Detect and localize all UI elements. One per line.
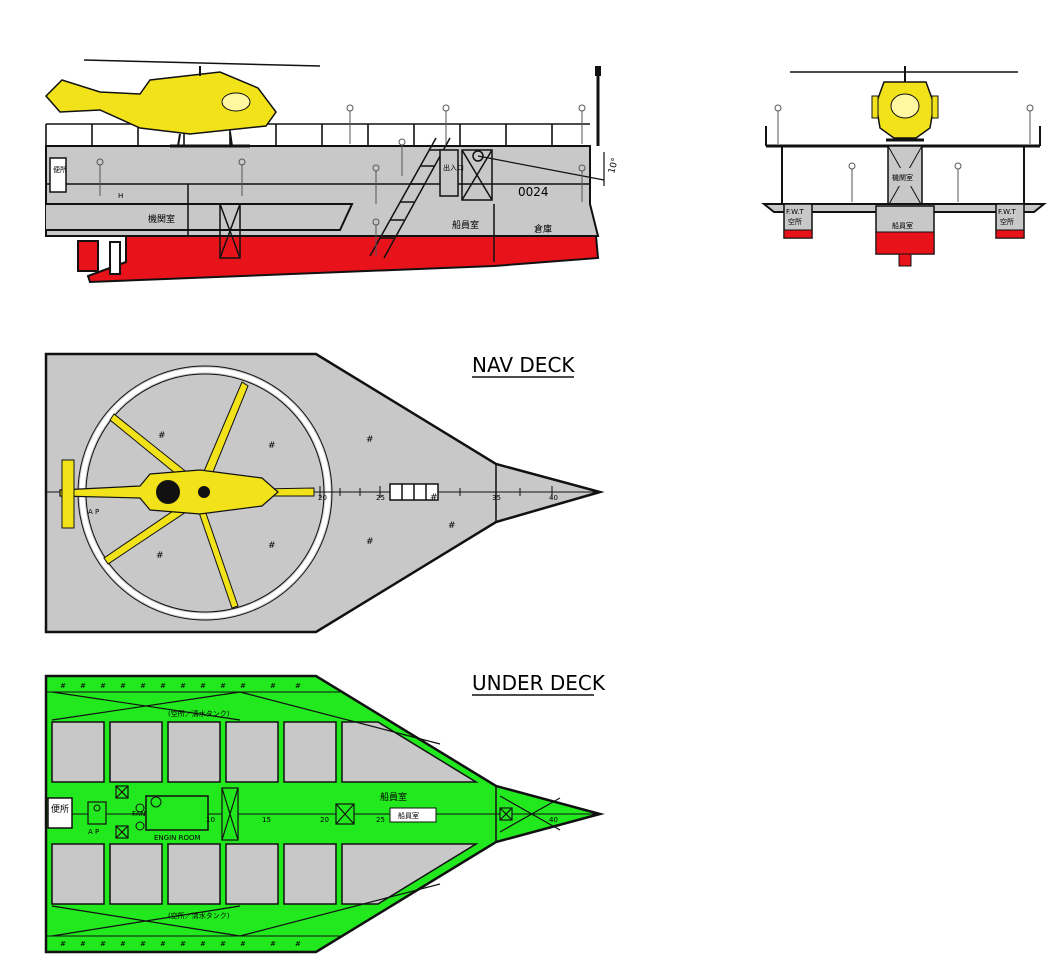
nav-hatch (389, 483, 439, 501)
under-mark-40: 40 (549, 816, 558, 824)
nav-helicopter (59, 381, 315, 609)
side-toilet-box (49, 157, 67, 193)
under-mark-10: 10 (206, 816, 215, 824)
svg-text:#: # (220, 940, 226, 948)
side-exit-label: 出入口 (443, 163, 464, 172)
svg-text:#: # (156, 551, 164, 561)
side-deck-cut (46, 203, 354, 231)
svg-text:#: # (295, 940, 301, 948)
svg-text:#: # (80, 682, 86, 690)
under-engine-room-label: ENGIN ROOM (154, 834, 201, 842)
svg-text:#: # (100, 940, 106, 948)
under-bottom-compartments (51, 843, 479, 905)
side-hull-number: 0024 (518, 185, 549, 199)
side-exit-box (439, 149, 459, 197)
svg-text:#: # (268, 441, 276, 451)
side-storeroom-label: 倉庫 (534, 223, 552, 235)
svg-text:#: # (448, 521, 456, 531)
under-deck-title: UNDER DECK (472, 671, 606, 695)
side-red-hull (86, 235, 600, 284)
under-toilet-box (47, 797, 73, 829)
side-porthole (472, 150, 484, 162)
nav-deck-outline (44, 352, 605, 634)
svg-text:#: # (160, 940, 166, 948)
svg-text:#: # (140, 940, 146, 948)
nav-hash-marks: # # # # # # # # (156, 431, 456, 561)
svg-text:#: # (200, 682, 206, 690)
nav-deck: NAV DECK 20 25 35 40 # # # # # # # # (44, 352, 605, 634)
front-view: 機関室 F.W.T 空所 F.W.T 空所 船員室 (761, 66, 1047, 267)
under-x-boxes (115, 785, 513, 841)
svg-text:#: # (158, 431, 166, 441)
svg-text:#: # (240, 940, 246, 948)
under-engine-room-box (145, 795, 209, 831)
side-helicopter (44, 59, 321, 148)
under-crew-sign (389, 807, 437, 823)
svg-text:#: # (180, 940, 186, 948)
svg-text:#: # (220, 682, 226, 690)
svg-text:#: # (430, 493, 438, 503)
svg-text:#: # (100, 682, 106, 690)
svg-text:#: # (270, 940, 276, 948)
front-fwt-right: F.W.T (998, 208, 1016, 216)
front-engine-room-label: 機関室 (892, 173, 913, 182)
side-angle-line (477, 155, 605, 181)
nav-mark-20: 20 (318, 494, 327, 502)
front-empty-right: 空所 (1000, 217, 1014, 226)
svg-text:#: # (295, 682, 301, 690)
front-empty-left: 空所 (788, 217, 802, 226)
under-diagonals (51, 691, 601, 937)
nav-ap-label: A P (88, 508, 99, 516)
svg-text:#: # (200, 940, 206, 948)
side-view: 便所 出入口 10° 0024 機関室 船員室 倉庫 H (44, 59, 621, 284)
svg-text:#: # (120, 940, 126, 948)
side-prop (109, 241, 121, 275)
side-railing (45, 123, 590, 147)
side-h-label: H (118, 192, 123, 200)
side-rudder (77, 240, 99, 272)
svg-text:#: # (140, 682, 146, 690)
side-stairs (369, 137, 451, 259)
svg-text:#: # (60, 682, 66, 690)
side-crew-room-label: 船員室 (452, 219, 479, 231)
front-helicopter (871, 66, 939, 142)
svg-text:#: # (120, 682, 126, 690)
svg-text:#: # (366, 435, 374, 445)
nav-mark-35: 35 (492, 494, 501, 502)
under-mark-20: 20 (320, 816, 329, 824)
nav-deck-title: NAV DECK (472, 353, 575, 377)
under-crew-sign-label: 船員室 (398, 811, 419, 820)
svg-text:#: # (270, 682, 276, 690)
nav-mark-25: 25 (376, 494, 385, 502)
front-crew-room-label: 船員室 (892, 221, 913, 230)
side-x-braces (187, 149, 495, 262)
under-crew-room-label: 船員室 (380, 791, 407, 803)
svg-text:#: # (80, 940, 86, 948)
under-tank-top-label: (空所／清水タンク) (168, 709, 230, 718)
nav-mark-40: 40 (549, 494, 558, 502)
under-mark-25: 25 (376, 816, 385, 824)
front-person-figures (774, 104, 1034, 202)
under-ap-label: A P (88, 828, 99, 836)
under-top-compartments (51, 721, 479, 783)
side-angle-label: 10° (607, 157, 621, 175)
svg-text:#: # (240, 682, 246, 690)
svg-text:#: # (268, 541, 276, 551)
side-person-figures (96, 104, 586, 256)
side-toilet-label: 便所 (53, 165, 67, 174)
under-tank-bottom-label: (空所／清水タンク) (168, 911, 230, 920)
svg-text:#: # (366, 537, 374, 547)
under-toilet-label: 便所 (51, 803, 69, 815)
under-deck: UNDER DECK (44, 671, 606, 954)
under-hash-marks: # # # # # # # # # # # # # # # # # # # # # # # # (60, 682, 301, 948)
under-fan-label: FAN (132, 810, 145, 818)
svg-text:#: # (160, 682, 166, 690)
front-fwt-left: F.W.T (786, 208, 804, 216)
svg-text:#: # (60, 940, 66, 948)
under-mark-15: 15 (262, 816, 271, 824)
side-engine-room-label: 機関室 (148, 213, 175, 225)
svg-text:#: # (180, 682, 186, 690)
